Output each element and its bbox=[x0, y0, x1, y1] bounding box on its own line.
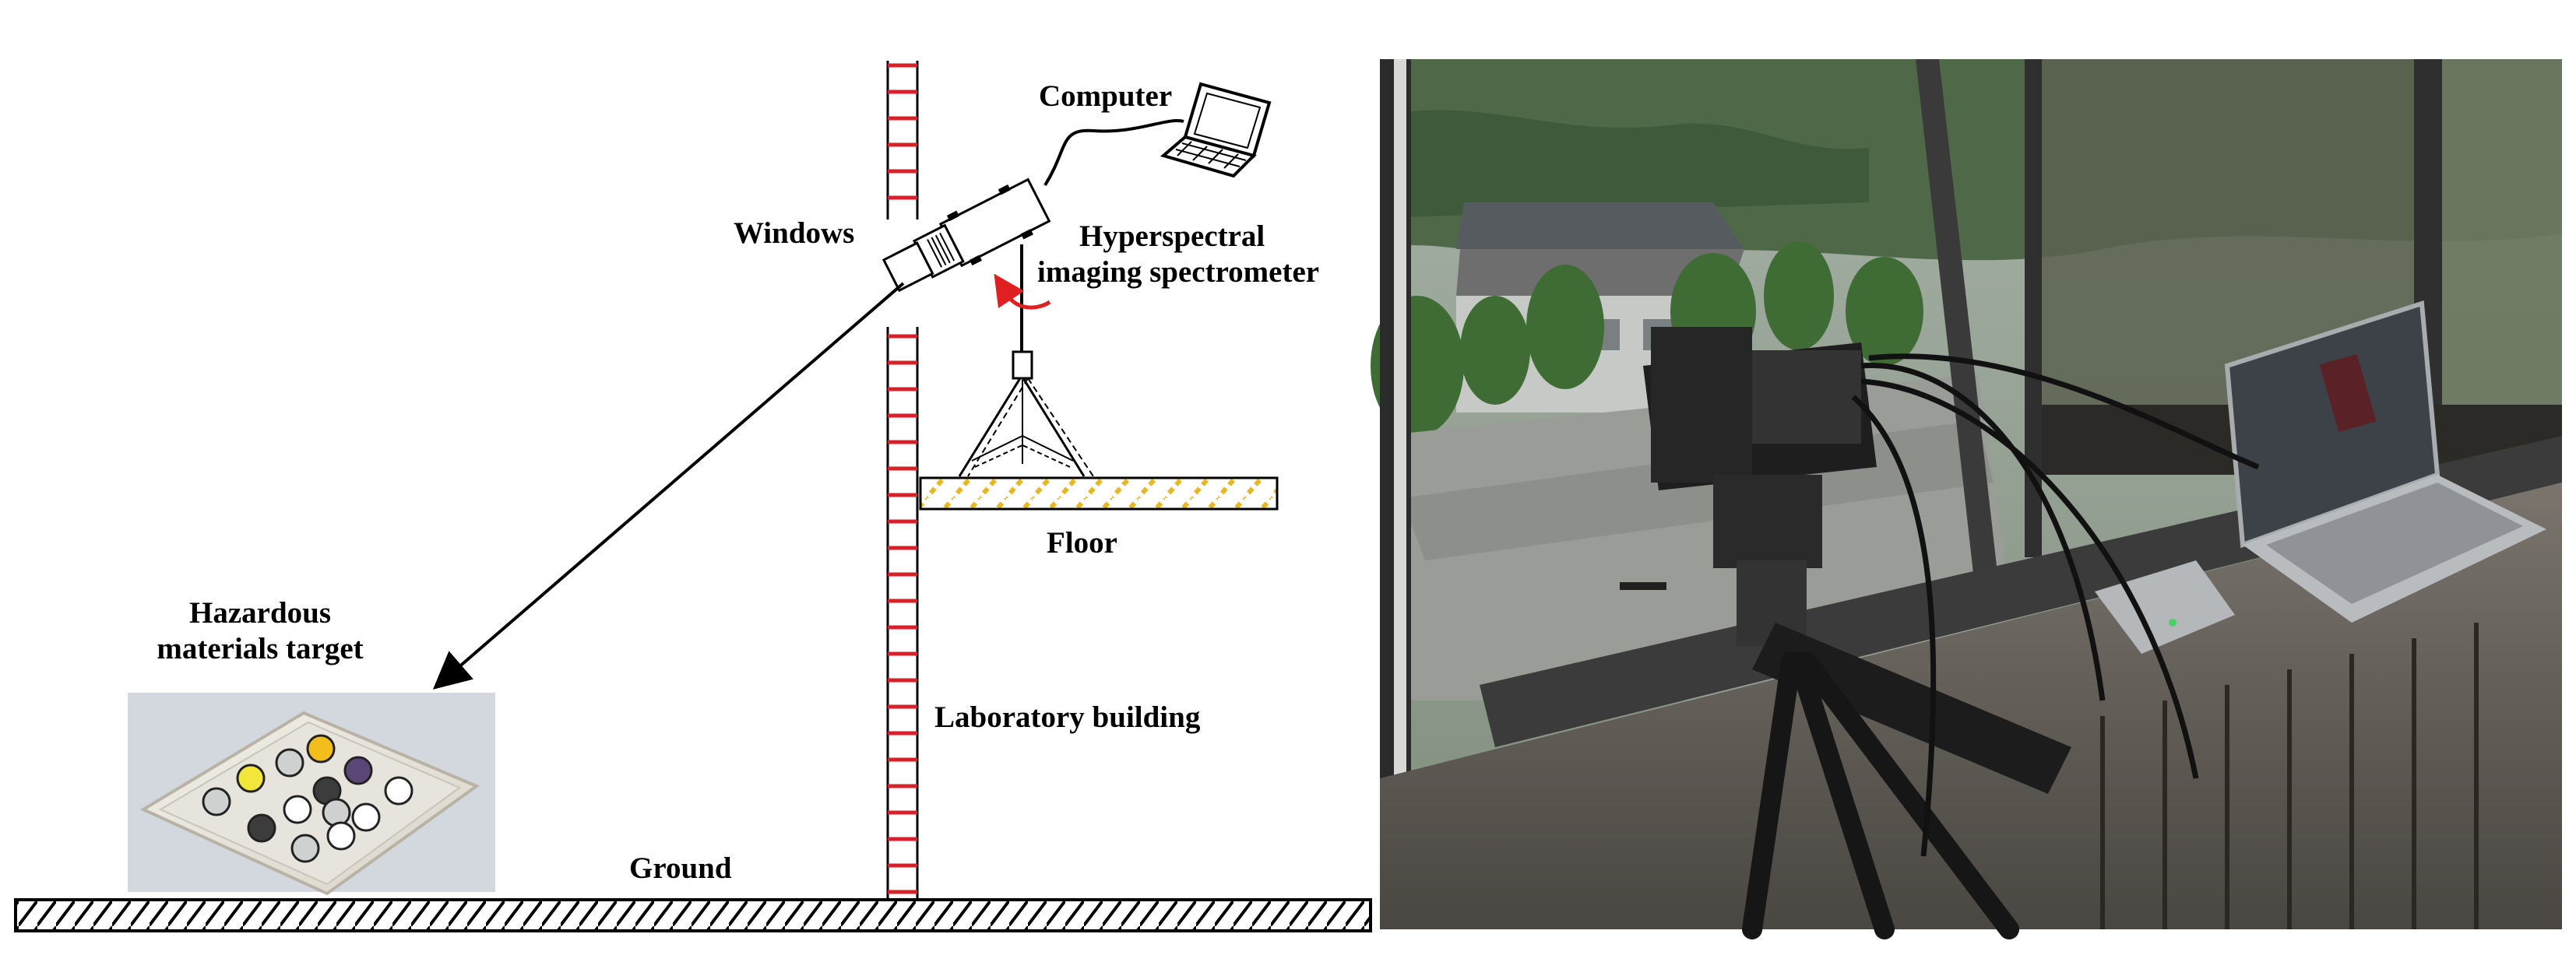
sample-circles bbox=[202, 734, 413, 863]
data-cable bbox=[1043, 119, 1184, 187]
ground-label: Ground bbox=[629, 851, 732, 885]
sample-circle bbox=[351, 802, 381, 832]
line-of-sight-arrow bbox=[432, 282, 905, 690]
sample-circle bbox=[202, 787, 231, 816]
hazardous-target-panel bbox=[128, 693, 495, 896]
sample-circle bbox=[283, 795, 312, 824]
sample-circle bbox=[247, 813, 276, 843]
sample-circle bbox=[275, 748, 304, 778]
floor-slab bbox=[919, 476, 1279, 511]
sample-circle bbox=[290, 834, 320, 863]
sample-circle bbox=[384, 776, 413, 806]
target-label-line2: materials target bbox=[157, 632, 363, 665]
building-label: Laboratory building bbox=[934, 700, 1201, 734]
sample-circle bbox=[343, 756, 373, 785]
spectrometer-camera bbox=[882, 177, 1051, 293]
spectrometer-label-line1: Hyperspectral bbox=[1079, 219, 1265, 253]
sample-circle bbox=[306, 734, 336, 764]
sample-circle bbox=[236, 764, 266, 793]
ground-bar bbox=[14, 898, 1372, 932]
computer-label: Computer bbox=[1039, 79, 1172, 113]
wall-rungs bbox=[888, 63, 917, 894]
sample-circle bbox=[326, 821, 356, 851]
setup-photo bbox=[1371, 59, 2562, 939]
spectrometer-label-line2: imaging spectrometer bbox=[1037, 255, 1319, 289]
building-wall bbox=[886, 61, 919, 901]
rotation-arrow-icon bbox=[994, 273, 1051, 310]
target-label-line1: Hazardous bbox=[189, 596, 331, 630]
schematic-diagram: Ground Windows Laboratory building Floor bbox=[14, 61, 1372, 932]
sample-circle bbox=[322, 798, 351, 827]
windows-label: Windows bbox=[734, 216, 854, 250]
floor-label: Floor bbox=[1047, 526, 1117, 560]
laptop-icon bbox=[1160, 82, 1272, 178]
